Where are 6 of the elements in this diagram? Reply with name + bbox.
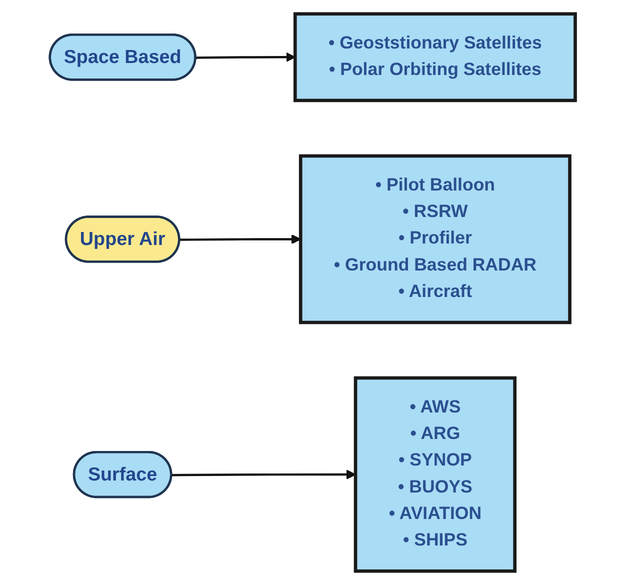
node-box: • Pilot Balloon • RSRW • Profiler • Ground Based RADAR • Aircraft [298, 154, 572, 324]
arrow [196, 52, 296, 62]
arrow [172, 470, 356, 480]
arrow [180, 234, 301, 244]
node-box: • AWS • ARG • SYNOP • BUOYS • AVIATION • SHIPS [354, 376, 516, 573]
node-box: • Geoststionary Satellites • Polar Orbiting Satellites [293, 12, 577, 102]
